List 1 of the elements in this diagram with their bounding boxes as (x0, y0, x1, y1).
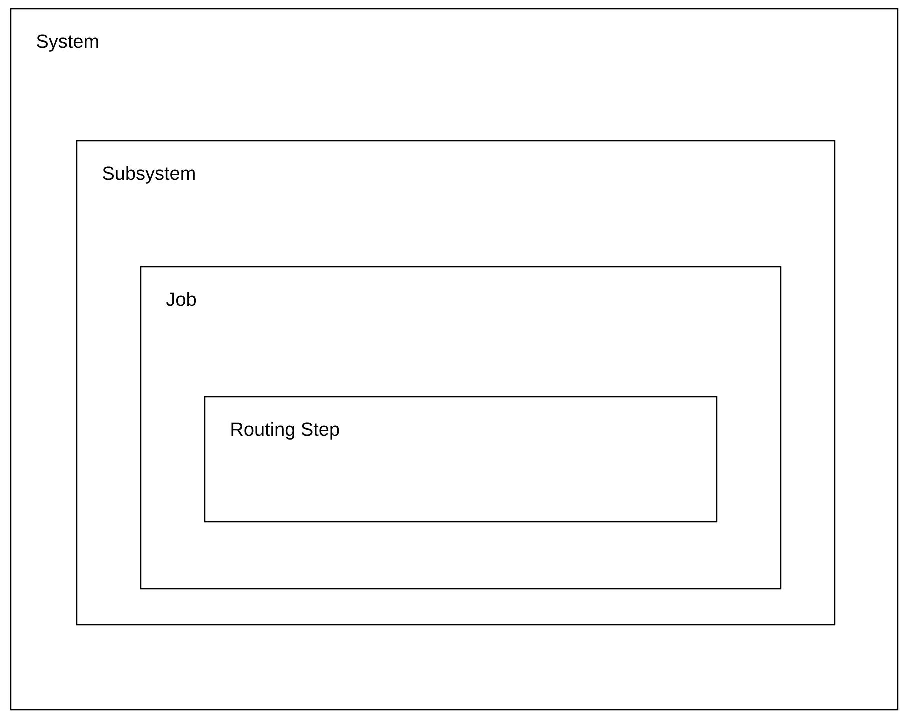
box: Routing Step (204, 396, 718, 523)
